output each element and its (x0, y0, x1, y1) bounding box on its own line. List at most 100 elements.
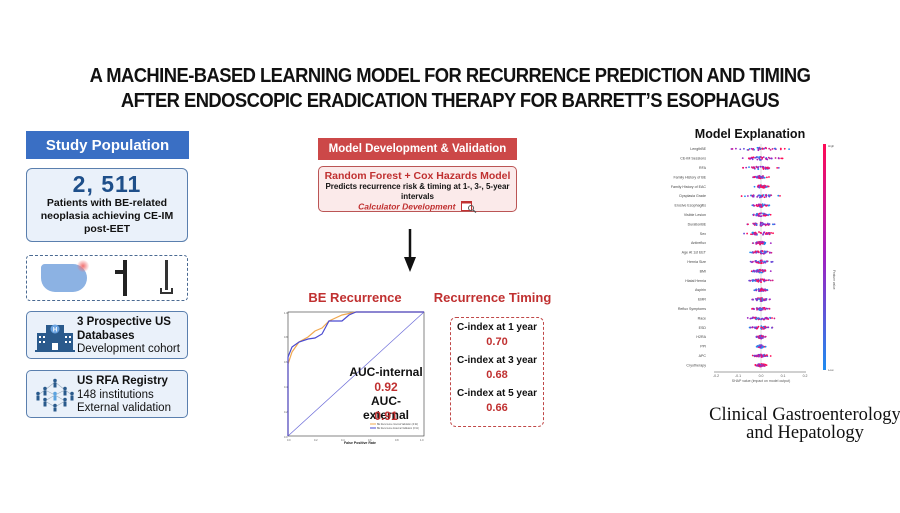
svg-text:Erosive Esophagitis: Erosive Esophagitis (674, 204, 706, 208)
svg-text:0.0: 0.0 (759, 374, 764, 378)
svg-text:0.6: 0.6 (368, 439, 372, 442)
endoscope-icon (123, 260, 127, 296)
endoscope-handle-icon (115, 270, 125, 274)
svg-text:0.1: 0.1 (781, 374, 786, 378)
journal-name-line-2: and Hepatology (746, 423, 864, 443)
study-population-header: Study Population (26, 131, 189, 159)
svg-text:Visible Lesion: Visible Lesion (684, 213, 706, 217)
svg-text:0.2: 0.2 (803, 374, 808, 378)
svg-text:0.2: 0.2 (314, 439, 318, 442)
lesion-highlight-icon (77, 260, 89, 272)
svg-text:0.4: 0.4 (341, 439, 345, 442)
svg-text:1.0: 1.0 (420, 439, 424, 442)
svg-text:-0.1: -0.1 (735, 374, 741, 378)
databases-line-1: 3 Prospective US (77, 316, 171, 328)
patient-count-box: 2, 511 Patients with BE-related neoplasi… (26, 168, 188, 242)
title-line-2: AFTER ENDOSCOPIC ERADICATION THERAPY FOR… (120, 90, 780, 112)
page-title: A MACHINE-BASED LEARNING MODEL FOR RECUR… (36, 64, 864, 114)
down-arrow-icon (404, 229, 416, 272)
calculator-line: Calculator Development (319, 201, 516, 213)
svg-text:Hernia Size: Hernia Size (687, 260, 706, 264)
registry-text: US RFA Registry 148 institutions Externa… (77, 375, 171, 416)
svg-text:BE Recurrence External Validat: BE Recurrence External Validation (0.91) (377, 427, 419, 430)
svg-text:0.8: 0.8 (395, 439, 399, 442)
model-development-header: Model Development & Validation (318, 138, 517, 160)
svg-text:Cryotherapy: Cryotherapy (686, 363, 706, 367)
procedure-icons-box (26, 255, 188, 301)
svg-text:False Positive Rate: False Positive Rate (344, 441, 376, 444)
svg-text:CE-IM Sessions: CE-IM Sessions (680, 157, 706, 161)
c-index-1-value: 0.70 (486, 336, 508, 348)
svg-text:Low: Low (828, 368, 834, 372)
svg-text:H: H (53, 328, 57, 334)
svg-text:BE Recurrence Internal Validat: BE Recurrence Internal Validation (0.92) (377, 423, 418, 426)
svg-text:0.0: 0.0 (284, 436, 288, 439)
catheter-tip-icon (160, 288, 173, 294)
svg-text:0.2: 0.2 (284, 411, 288, 414)
calculator-search-icon (460, 201, 477, 213)
svg-text:0.4: 0.4 (284, 386, 288, 389)
svg-text:PPI: PPI (700, 345, 706, 349)
svg-text:LengthBE: LengthBE (690, 147, 706, 151)
c-index-box: C-index at 1 year 0.70 C-index at 3 year… (450, 317, 544, 427)
svg-text:Family History of EAC: Family History of EAC (671, 185, 707, 189)
hospital-icon: H (35, 324, 75, 352)
model-description-2: intervals (401, 191, 434, 201)
model-explanation-title: Model Explanation (694, 127, 806, 141)
svg-text:0.6: 0.6 (284, 361, 288, 364)
svg-text:-0.2: -0.2 (713, 374, 719, 378)
databases-line-3: Development cohort (77, 343, 180, 355)
title-line-1: A MACHINE-BASED LEARNING MODEL FOR RECUR… (89, 65, 811, 87)
auc-internal-label: AUC-internal (349, 365, 423, 379)
c-index-1-label: C-index at 1 year (456, 322, 538, 333)
patient-count: 2, 511 (72, 171, 142, 197)
model-description-1: Predicts recurrence risk & timing at 1-,… (325, 182, 510, 191)
databases-text: 3 Prospective US Databases Development c… (77, 316, 180, 357)
svg-text:H2RA: H2RA (696, 335, 706, 339)
svg-text:High: High (828, 144, 835, 148)
calculator-label: Calculator Development (358, 201, 456, 212)
patient-description-1: Patients with BE-related (46, 197, 168, 209)
people-network-icon (36, 378, 74, 412)
be-recurrence-title: BE Recurrence (308, 290, 402, 305)
svg-text:0.8: 0.8 (284, 336, 288, 339)
registry-line-3: External validation (77, 402, 171, 414)
svg-text:DurationBE: DurationBE (688, 222, 707, 226)
svg-text:Feature value: Feature value (832, 270, 836, 290)
svg-text:RFA: RFA (699, 166, 707, 170)
svg-text:Family History of BE: Family History of BE (673, 175, 706, 179)
svg-text:1.0: 1.0 (284, 312, 288, 315)
svg-text:Dysplasia Grade: Dysplasia Grade (679, 194, 706, 198)
patient-description-2: neoplasia achieving CE-IM (40, 210, 174, 222)
c-index-3-value: 0.68 (486, 369, 508, 381)
recurrence-timing-title: Recurrence Timing (433, 290, 552, 305)
svg-text:0.0: 0.0 (287, 439, 291, 442)
journal-logo: Clinical Gastroenterology and Hepatology (700, 405, 900, 443)
journal-name-line-1: Clinical Gastroenterology (709, 405, 900, 425)
c-index-3-label: C-index at 3 year (456, 355, 538, 366)
registry-line-2: 148 institutions (77, 388, 154, 401)
svg-text:EMR: EMR (698, 298, 706, 302)
svg-text:Race: Race (698, 316, 706, 320)
c-index-5-label: C-index at 5 year (456, 388, 538, 399)
svg-text:Sex: Sex (700, 232, 706, 236)
patient-description-3: post-EET (83, 223, 131, 235)
svg-text:Age At 1st EET: Age At 1st EET (682, 251, 707, 255)
auc-internal-value: 0.92 (374, 380, 398, 394)
auc-external-value: 0.91 (374, 409, 398, 423)
svg-text:Hiatal Hernia: Hiatal Hernia (685, 279, 706, 283)
svg-text:ESD: ESD (699, 326, 707, 330)
c-index-5-value: 0.66 (486, 402, 508, 414)
model-name: Random Forest + Cox Hazards Model (324, 170, 511, 182)
model-description-box: Random Forest + Cox Hazards Model Predic… (318, 166, 517, 213)
databases-box: H 3 Prospective US Databases Development… (26, 311, 188, 359)
databases-line-2: Databases (77, 329, 135, 342)
svg-text:Antireflux: Antireflux (691, 241, 706, 245)
svg-text:APC: APC (699, 354, 707, 358)
auc-external-label: AUC-external (362, 394, 410, 422)
svg-text:SHAP value (impact on model ou: SHAP value (impact on model output) (732, 379, 791, 383)
svg-text:BMI: BMI (700, 269, 706, 273)
ablation-catheter-icon (165, 260, 168, 290)
